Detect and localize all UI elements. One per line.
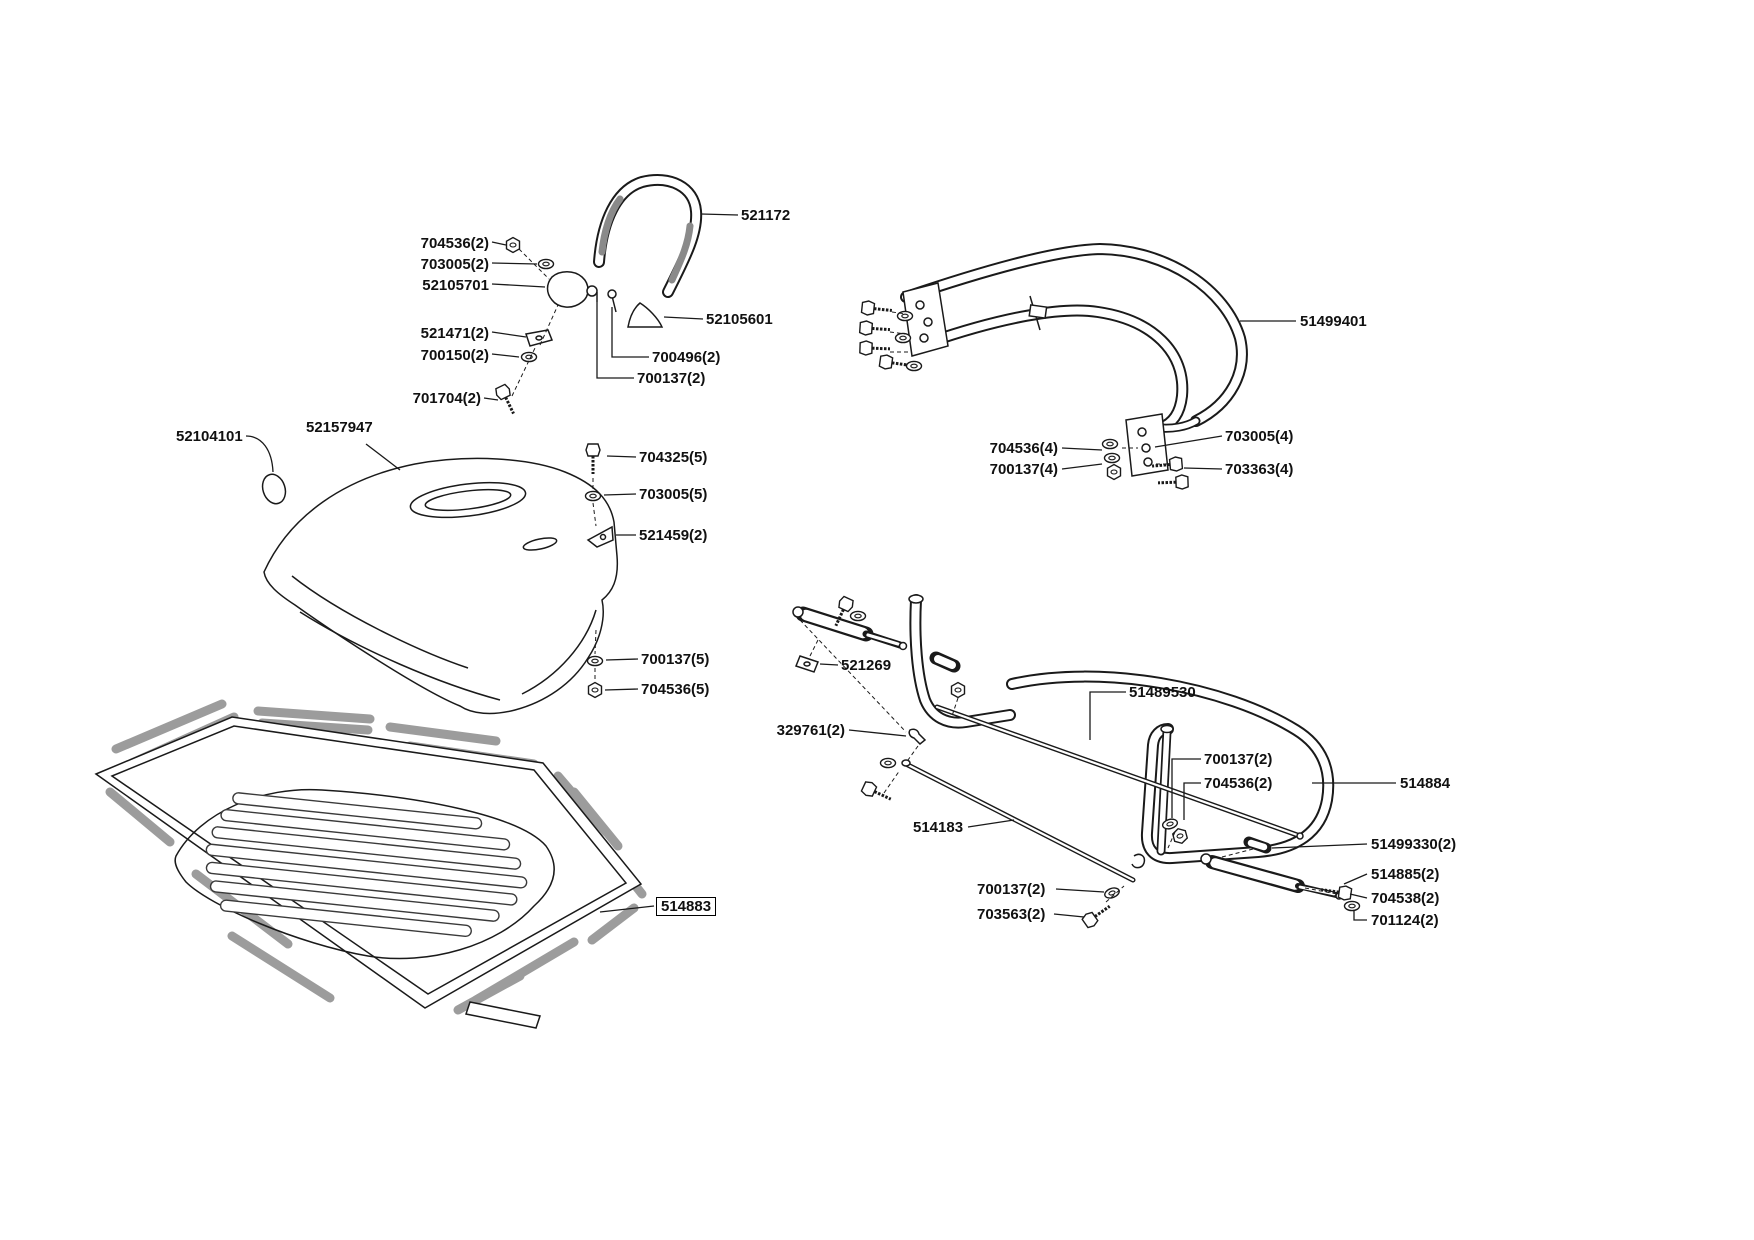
part-label-700496-2: 700496(2) (652, 349, 721, 366)
hood-panel (263, 457, 619, 715)
rear-frame-assembly-drawing (792, 594, 1361, 931)
part-label-701704-2: 701704(2) (412, 390, 481, 407)
washer-700137-5 (586, 655, 604, 667)
plug-52104101 (261, 473, 287, 505)
hex-nut-704536 (505, 236, 521, 254)
part-label-52105601: 52105601 (706, 311, 773, 328)
part-label-703563-2: 703563(2) (977, 906, 1046, 923)
part-label-514883: 514883 (656, 897, 717, 916)
bolt-703563 (1079, 899, 1116, 931)
nut-704536-5 (587, 681, 603, 699)
bolt-left (859, 778, 896, 807)
nut-mid (950, 681, 966, 699)
nut-right-stack (1171, 826, 1189, 846)
part-label-700137-2c: 700137(2) (977, 881, 1046, 898)
part-label-521172: 521172 (741, 207, 791, 224)
part-label-514884: 514884 (1400, 775, 1451, 792)
part-label-704536-5: 704536(5) (641, 681, 710, 698)
part-label-703005-4: 703005(4) (1225, 428, 1294, 445)
screw-head (607, 289, 617, 299)
deck-bottom-bracket (465, 1001, 541, 1029)
mount-bracket-bottom (1125, 413, 1169, 477)
part-label-703363-4: 703363(4) (1225, 461, 1294, 478)
part-label-700137-4: 700137(4) (989, 461, 1058, 478)
handle-grip-left (598, 195, 624, 256)
hood-slot (522, 537, 558, 551)
part-label-51489530: 51489530 (1129, 684, 1196, 701)
part-label-700137-2b: 700137(2) (1204, 751, 1273, 768)
part-label-704325-5: 704325(5) (639, 449, 708, 466)
r-clip (1131, 853, 1146, 869)
part-label-700137-5: 700137(5) (641, 651, 710, 668)
part-label-703005-2: 703005(2) (420, 256, 489, 273)
part-label-704536-2: 704536(2) (420, 235, 489, 252)
part-label-704536-2b: 704536(2) (1204, 775, 1273, 792)
washer-703005 (537, 258, 555, 270)
part-label-514183: 514183 (913, 819, 964, 836)
washer-701124 (1343, 900, 1361, 912)
handle-tube (593, 174, 703, 298)
washer-700137-left (1102, 885, 1122, 901)
hood-vent (409, 481, 527, 519)
part-label-521269: 521269 (841, 657, 892, 674)
part-label-514885-2: 514885(2) (1371, 866, 1440, 883)
washer-700150 (520, 351, 538, 363)
part-label-329761-2: 329761(2) (776, 722, 845, 739)
part-label-521471-2: 521471(2) (420, 325, 489, 342)
part-label-51499330-2: 51499330(2) (1371, 836, 1457, 853)
part-label-700150-2: 700150(2) (420, 347, 489, 364)
part-label-52157947: 52157947 (306, 419, 373, 436)
clevis-pin-329761 (908, 728, 927, 746)
part-label-701124-2: 701124(2) (1371, 912, 1439, 929)
part-label-521459-2: 521459(2) (639, 527, 708, 544)
handle-grip-right (668, 222, 694, 284)
part-label-704536-4: 704536(4) (989, 440, 1058, 457)
part-label-704538-2: 704538(2) (1371, 890, 1440, 907)
part-label-51499401: 51499401 (1300, 313, 1367, 330)
deck-pan-drawing (94, 699, 647, 1029)
deck-tray (174, 788, 555, 960)
washer-703005-5 (584, 490, 602, 502)
washer-left (879, 757, 897, 769)
rollbar-assembly-drawing (858, 243, 1248, 492)
bolt-704325 (584, 442, 602, 476)
handle-mount-bracket (546, 271, 589, 308)
cone-cover (627, 302, 664, 328)
part-label-700137-2: 700137(2) (637, 370, 706, 387)
washers-bottom-left (1101, 438, 1122, 481)
leader-lines (245, 213, 1396, 921)
part-label-52105701: 52105701 (422, 277, 489, 294)
deck-ribs (205, 792, 528, 938)
part-label-52104101: 52104101 (176, 428, 243, 445)
part-label-703005-5: 703005(5) (639, 486, 708, 503)
hood-assembly-drawing (261, 442, 619, 715)
